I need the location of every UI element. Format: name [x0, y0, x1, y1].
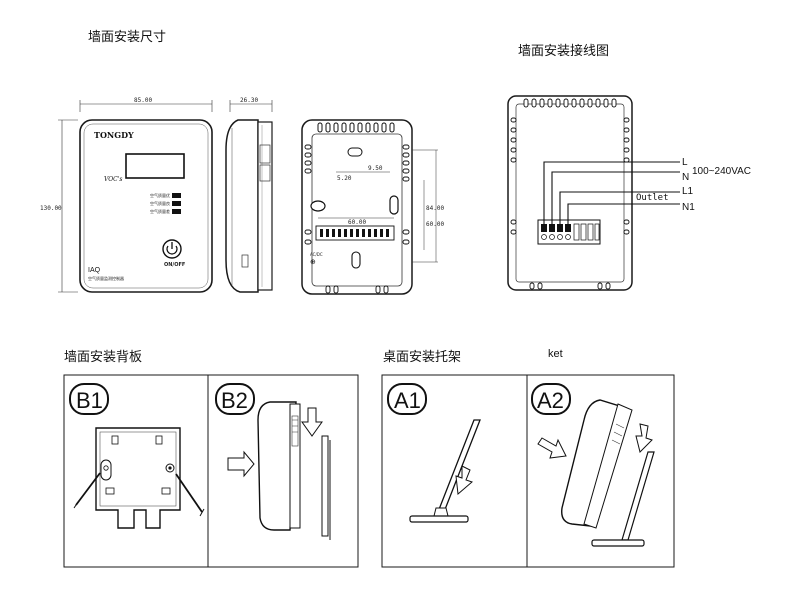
back-top-vents	[317, 122, 395, 133]
heading-wiring: 墙面安装接线图	[518, 44, 610, 59]
screw-left	[73, 472, 101, 509]
wire-label-L: L	[682, 157, 688, 168]
led-1	[172, 193, 181, 198]
back-housing	[301, 119, 413, 295]
b2-device	[257, 401, 297, 531]
desk-bracket-a1	[437, 419, 481, 513]
dim-back-small2: 5.20	[337, 175, 352, 182]
heading-desk-bracket: 桌面安装托架	[383, 350, 462, 365]
dim-back-hole-w: 60.00	[348, 219, 366, 226]
dim-front-width: 85.00	[134, 97, 152, 104]
back-view: 9.50 5.20 60.00 AC/DC ⊕ 84.00	[301, 119, 444, 295]
front-view: 85.00 130.00 TONGDY VOC's 空气质量优 空气质量良 空气…	[40, 97, 213, 293]
outlet-label: Outlet	[636, 193, 669, 203]
led-label-2: 空气质量良	[150, 200, 170, 206]
panel-frames	[63, 374, 675, 568]
wire-label-N1: N1	[682, 202, 695, 213]
panel-a1: A1	[387, 383, 481, 523]
wiring-housing	[507, 95, 633, 291]
backplate	[95, 427, 181, 529]
heading-wall-dimensions: 墙面安装尺寸	[88, 30, 167, 45]
dim-back-h2: 84.00	[426, 205, 444, 212]
panel-b2: B2	[215, 383, 331, 540]
power-label: AC/DC	[310, 252, 323, 257]
led-3	[172, 209, 181, 214]
wiring-view: L N 100~240VAC L1 Outlet N1	[507, 95, 751, 291]
svg-text:⊕: ⊕	[310, 258, 316, 266]
panel-a1-tag: A1	[394, 388, 421, 413]
dim-front-height: 130.00	[40, 205, 62, 212]
wire-label-N: N	[682, 172, 689, 183]
panel-b1-tag: B1	[76, 388, 103, 413]
side-view: 26.30	[225, 97, 273, 293]
led-label-1: 空气质量优	[150, 192, 170, 198]
led-label-3: 空气质量差	[150, 208, 170, 214]
dim-back-small: 9.50	[368, 165, 383, 172]
panel-b1: B1	[69, 383, 205, 529]
screw-right	[175, 473, 205, 517]
panel-a2-tag: A2	[537, 388, 564, 413]
heading-wall-backplate: 墙面安装背板	[64, 350, 143, 365]
device-subtitle: 空气质量监测控制器	[88, 275, 124, 281]
heading-bracket-fragment: ket	[548, 348, 563, 360]
lcd-display	[125, 153, 185, 179]
dim-back-hole-h: 60.00	[426, 221, 444, 228]
panel-b2-tag: B2	[221, 388, 248, 413]
voltage-label: 100~240VAC	[692, 166, 751, 177]
led-2	[172, 201, 181, 206]
wire-label-L1: L1	[682, 186, 694, 197]
device-model: IAQ	[88, 267, 101, 274]
panel-a2: A2	[531, 383, 655, 547]
dim-side-depth: 26.30	[240, 97, 258, 104]
device-brand: TONGDY	[94, 130, 134, 140]
on-off-label: ON/OFF	[164, 262, 185, 268]
voc-label: VOC's	[104, 176, 122, 183]
